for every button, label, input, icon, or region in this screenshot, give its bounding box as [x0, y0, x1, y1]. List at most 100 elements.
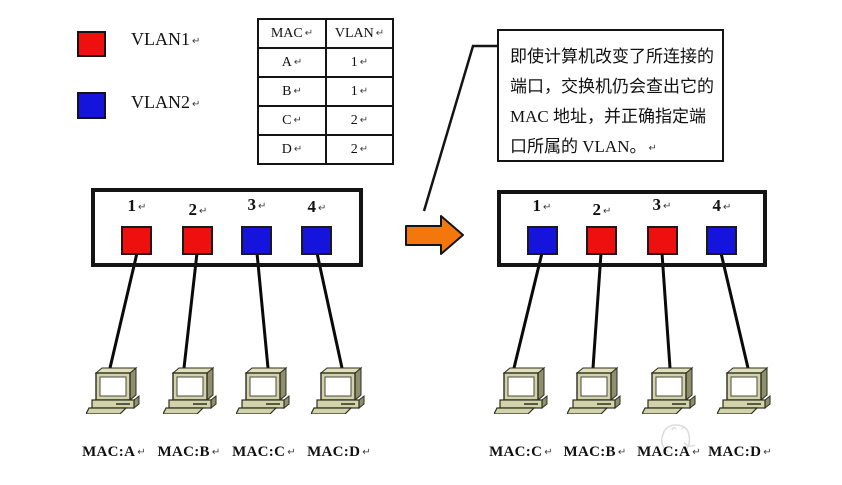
right-port4-number: 4↵	[705, 197, 739, 216]
return-mark: ↵	[375, 28, 385, 39]
mac-label-text: MAC:A	[82, 444, 136, 460]
return-mark: ↵	[199, 206, 208, 217]
cable-left-port1	[108, 252, 139, 369]
cable-left-port3	[255, 252, 270, 369]
return-mark: ↵	[293, 57, 303, 68]
return-mark: ↵	[293, 115, 302, 126]
host-label-right-4: MAC:D↵	[695, 444, 785, 461]
table-row: A↵ 1↵	[257, 47, 394, 78]
computer-icon	[642, 367, 696, 414]
left-port1-vlan1	[121, 226, 152, 255]
legend-label-vlan2-text: VLAN2	[131, 92, 190, 112]
right-port4-vlan2	[706, 226, 737, 255]
header-mac-text: MAC	[270, 26, 303, 41]
right-port3-number: 3↵	[645, 196, 679, 215]
cable-right-port3	[660, 252, 672, 369]
table-header-vlan: VLAN↵	[325, 18, 394, 49]
port-number-text: 1	[532, 196, 542, 215]
return-mark: ↵	[648, 143, 657, 154]
legend-label-vlan1: VLAN1↵	[131, 29, 200, 50]
mac-label-text: MAC:C	[232, 444, 286, 460]
table-cell-mac-d: D↵	[257, 134, 327, 165]
mac-label-text: MAC:C	[489, 444, 543, 460]
return-mark: ↵	[663, 201, 672, 212]
cable-right-port2	[591, 252, 603, 369]
watermark	[661, 424, 696, 453]
computer-icon	[163, 367, 217, 414]
callout-text: 即使计算机改变了所连接的端口，交换机仍会查出它的 MAC 地址，并正确指定端口所…	[510, 47, 714, 156]
cell-text: B	[282, 84, 292, 99]
right-port2-vlan1	[586, 226, 617, 255]
return-mark: ↵	[763, 447, 772, 458]
port-number-text: 3	[247, 195, 257, 214]
return-mark: ↵	[359, 86, 369, 97]
return-mark: ↵	[287, 447, 296, 458]
port-number-text: 3	[652, 195, 662, 214]
return-mark: ↵	[603, 206, 612, 217]
right-port1-number: 1↵	[525, 197, 559, 216]
cable-right-port4	[719, 252, 750, 369]
legend-label-vlan1-text: VLAN1	[131, 29, 190, 49]
port-number-text: 1	[127, 196, 137, 215]
left-port1-number: 1↵	[120, 197, 154, 216]
right-port1-vlan2	[527, 226, 558, 255]
right-port2-number: 2↵	[585, 201, 619, 220]
return-mark: ↵	[138, 202, 147, 213]
callout-leader-line	[422, 44, 497, 212]
cell-text: A	[281, 55, 292, 70]
table-cell-vlan-a: 1↵	[325, 47, 394, 78]
legend-swatch-vlan2	[77, 92, 106, 119]
return-mark: ↵	[137, 447, 146, 458]
mac-vlan-table: MAC↵ VLAN↵ A↵ 1↵ B↵ 1↵ C↵ 2↵ D↵ 2↵	[257, 18, 394, 165]
table-cell-vlan-d: 2↵	[325, 134, 394, 165]
return-mark: ↵	[359, 57, 369, 68]
left-port3-vlan2	[241, 226, 272, 255]
table-row: B↵ 1↵	[257, 76, 394, 107]
cables-right	[512, 252, 750, 369]
return-mark: ↵	[293, 86, 302, 97]
host-label-left-1: MAC:A↵	[69, 444, 159, 461]
left-port2-vlan1	[182, 226, 213, 255]
computer-icon	[567, 367, 621, 414]
table-cell-mac-a: A↵	[257, 47, 327, 78]
return-mark: ↵	[304, 28, 314, 39]
mac-label-text: MAC:D	[708, 444, 762, 460]
table-cell-mac-b: B↵	[257, 76, 327, 107]
return-mark: ↵	[692, 447, 701, 458]
return-mark: ↵	[543, 202, 552, 213]
cell-text: 2	[350, 142, 358, 157]
table-cell-vlan-b: 1↵	[325, 76, 394, 107]
port-number-text: 2	[188, 200, 198, 219]
header-vlan-text: VLAN	[334, 26, 374, 41]
cell-text: 1	[350, 84, 358, 99]
port-number-text: 2	[592, 200, 602, 219]
switch-right	[497, 190, 767, 267]
host-label-left-2: MAC:B↵	[144, 444, 234, 461]
return-mark: ↵	[318, 203, 327, 214]
table-cell-vlan-c: 2↵	[325, 105, 394, 136]
cell-text: 1	[350, 55, 358, 70]
computer-icon	[311, 367, 365, 414]
cables-left	[108, 252, 344, 369]
return-mark: ↵	[723, 202, 732, 213]
return-mark: ↵	[359, 144, 369, 155]
table-header-mac: MAC↵	[257, 18, 327, 49]
cell-text: 2	[350, 113, 358, 128]
switch-left	[91, 188, 363, 267]
computer-icon	[86, 367, 140, 414]
return-mark: ↵	[211, 447, 221, 458]
return-mark: ↵	[293, 144, 303, 155]
table-row: C↵ 2↵	[257, 105, 394, 136]
mac-label-text: MAC:B	[563, 444, 616, 460]
transition-arrow-icon	[405, 215, 464, 255]
host-label-left-3: MAC:C↵	[219, 444, 309, 461]
left-port4-number: 4↵	[300, 198, 334, 217]
cell-text: D	[281, 142, 292, 157]
host-label-right-2: MAC:B↵	[550, 444, 640, 461]
table-header-row: MAC↵ VLAN↵	[257, 18, 394, 49]
return-mark: ↵	[617, 447, 627, 458]
table-cell-mac-c: C↵	[257, 105, 327, 136]
cable-left-port4	[315, 252, 344, 369]
legend-label-vlan2: VLAN2↵	[131, 92, 200, 113]
return-mark: ↵	[359, 115, 369, 126]
